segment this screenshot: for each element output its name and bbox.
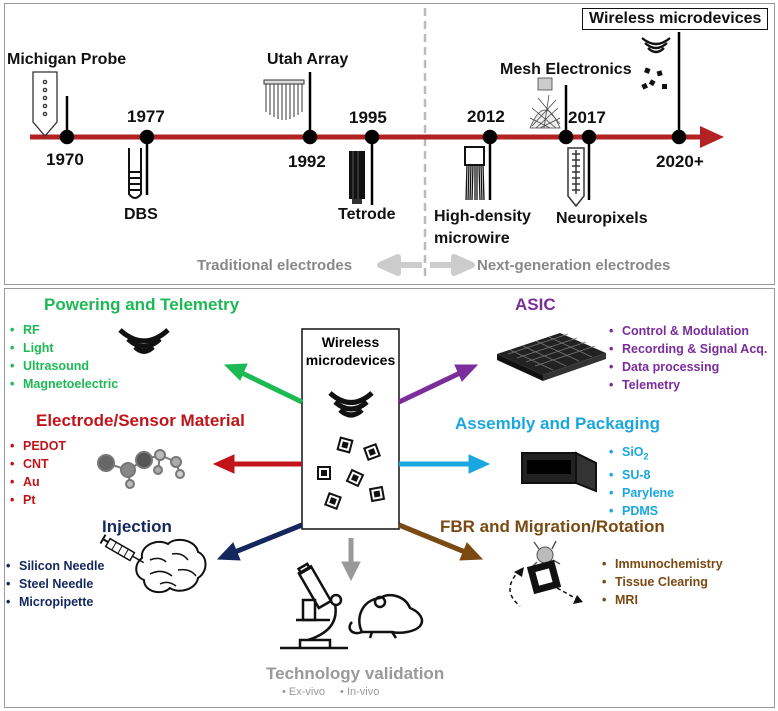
assembly-item: SiO2 [609, 443, 674, 466]
electrode-item: CNT [10, 455, 66, 473]
timeline-arrowhead [700, 126, 724, 148]
sio2-subscript: 2 [643, 451, 649, 462]
center-title: Wireless microdevices [305, 334, 396, 368]
label-high-density-microwire: High-density microwire [434, 208, 531, 247]
sio2-label: SiO [622, 445, 644, 459]
asic-item: Data processing [609, 358, 767, 376]
electrode-item: Au [10, 473, 66, 491]
asic-chip-icon [497, 333, 606, 381]
microscope-icon [280, 562, 348, 650]
assembly-item: SU-8 [609, 466, 674, 484]
label-dbs: DBS [124, 206, 158, 223]
injection-title: Injection [102, 517, 172, 536]
package-icon [521, 451, 597, 493]
powering-title: Powering and Telemetry [44, 295, 240, 314]
michigan-probe-icon [32, 71, 58, 137]
fbr-migration-icon [509, 540, 583, 607]
assembly-item: PDMS [609, 502, 674, 520]
electrode-item: PEDOT [10, 437, 66, 455]
arrow-electrode [212, 454, 302, 474]
dbs-icon [128, 148, 142, 199]
fbr-title: FBR and Migration/Rotation [440, 517, 665, 536]
assembly-title: Assembly and Packaging [455, 414, 661, 433]
neuropixels-icon [567, 147, 585, 208]
label-tetrode: Tetrode [338, 206, 396, 223]
year-2012: 2012 [467, 107, 505, 126]
timeline-panel [4, 3, 775, 285]
validation-title: Technology validation [266, 664, 445, 683]
asic-list: Control & Modulation Recording & Signal … [609, 322, 767, 394]
assembly-item: Parylene [609, 484, 674, 502]
utah-array-icon [263, 79, 305, 120]
arrow-validation [341, 538, 361, 582]
electrode-title: Electrode/Sensor Material [36, 411, 245, 430]
microwire-icon [464, 146, 485, 201]
arrow-powering [223, 363, 304, 405]
validation-items: • Ex-vivo • In-vivo [282, 686, 380, 698]
fbr-item: Immunochemistry [602, 555, 723, 573]
microdevice-dots-icon [641, 67, 667, 90]
nextgen-arrow [430, 254, 475, 276]
label-mesh-electronics: Mesh Electronics [500, 61, 632, 78]
label-utah-array: Utah Array [267, 51, 349, 68]
injection-item: Steel Needle [6, 575, 104, 593]
fbr-item: MRI [602, 591, 723, 609]
powering-item: Ultrasound [10, 357, 118, 375]
injection-item: Silicon Needle [6, 557, 104, 575]
year-1995: 1995 [349, 108, 387, 127]
label-wireless-microdevices: Wireless microdevices [582, 8, 769, 30]
center-microdevices-icon [317, 436, 386, 510]
powering-wireless-icon [118, 328, 170, 354]
mouse-icon [348, 594, 424, 639]
year-2020: 2020+ [656, 152, 704, 171]
brain-syringe-icon [99, 534, 207, 594]
electrode-list: PEDOT CNT Au Pt [10, 437, 66, 509]
asic-item: Telemetry [609, 376, 767, 394]
powering-list: RF Light Ultrasound Magnetoelectric [10, 321, 118, 393]
validation-item-exvivo: Ex-vivo [288, 686, 325, 698]
arrow-assembly [399, 454, 491, 474]
asic-title: ASIC [515, 295, 556, 314]
year-1970: 1970 [46, 150, 84, 169]
era-nextgen: Next-generation electrodes [477, 257, 671, 274]
injection-list: Silicon Needle Steel Needle Micropipette [6, 557, 104, 611]
year-1992: 1992 [288, 152, 326, 171]
label-michigan-probe: Michigan Probe [7, 51, 127, 68]
molecule-icon [97, 449, 185, 489]
traditional-arrow [377, 254, 422, 276]
arrow-injection [216, 522, 303, 561]
fbr-item: Tissue Clearing [602, 573, 723, 591]
powering-item: RF [10, 321, 118, 339]
mesh-electronics-icon [529, 77, 561, 129]
tetrode-icon [349, 151, 365, 204]
validation-item-invivo: In-vivo [346, 686, 380, 698]
timeline-markers [59, 32, 687, 205]
wireless-mini-icon [641, 37, 671, 54]
arrow-asic [397, 364, 479, 405]
arrow-fbr [398, 522, 484, 561]
powering-item: Light [10, 339, 118, 357]
year-2017: 2017 [568, 108, 606, 127]
center-wireless-icon [328, 391, 374, 418]
injection-item: Micropipette [6, 593, 104, 611]
label-neuropixels: Neuropixels [556, 210, 648, 227]
era-traditional: Traditional electrodes [197, 257, 353, 274]
powering-item: Magnetoelectric [10, 375, 118, 393]
year-1977: 1977 [127, 107, 165, 126]
fbr-list: Immunochemistry Tissue Clearing MRI [602, 555, 723, 609]
assembly-list: SiO2 SU-8 Parylene PDMS [609, 443, 674, 520]
asic-item: Control & Modulation [609, 322, 767, 340]
asic-item: Recording & Signal Acq. [609, 340, 767, 358]
electrode-item: Pt [10, 491, 66, 509]
